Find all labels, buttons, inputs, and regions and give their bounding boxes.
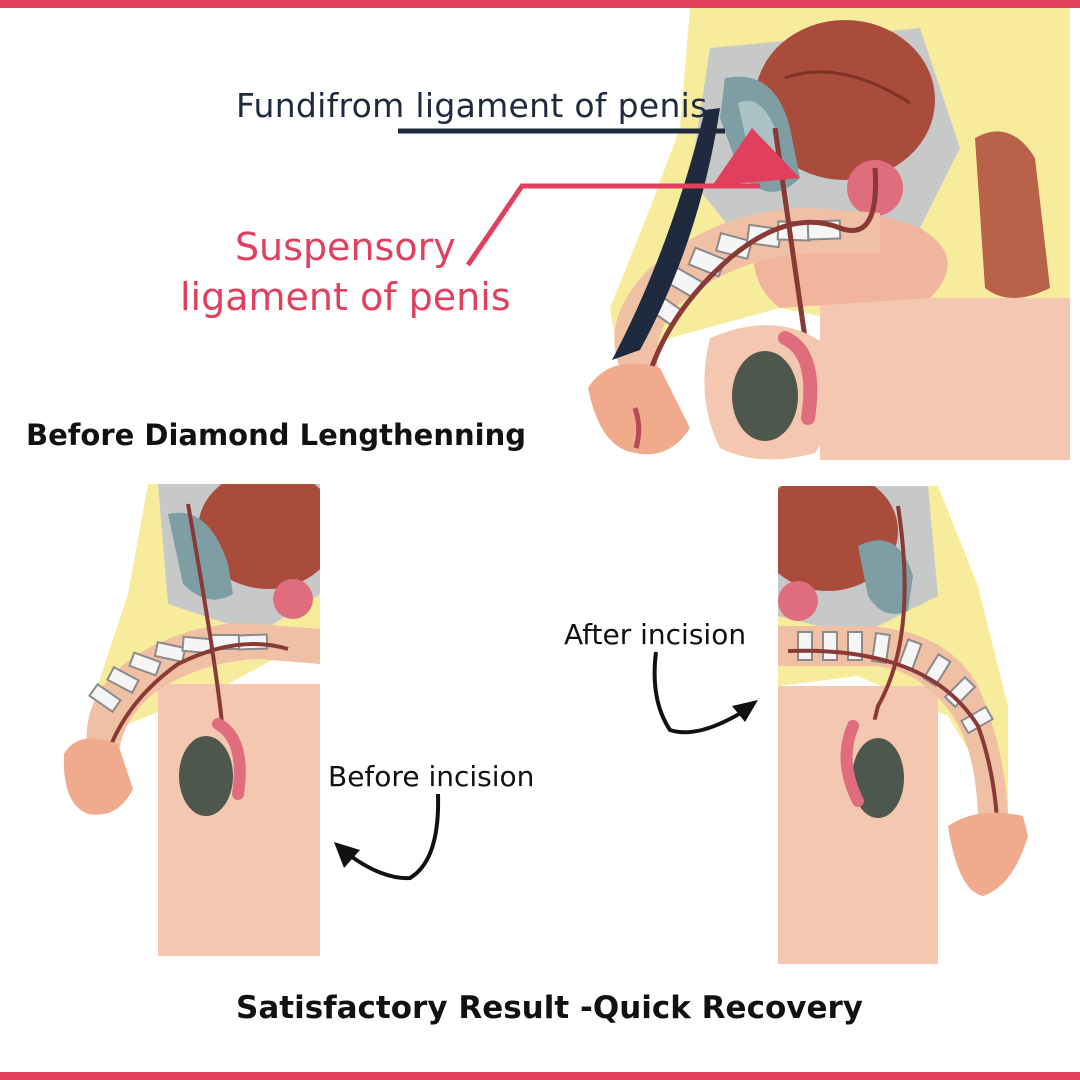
before-incision-label: Before incision: [328, 760, 535, 793]
bottom-border: [0, 1072, 1080, 1080]
after-incision-arrowhead: [732, 700, 758, 722]
suspensory-leader-line: [465, 183, 760, 267]
anatomy-illustration-before-incision: [58, 484, 320, 956]
before-incision-arrow: [338, 793, 441, 881]
fundiform-ligament-label: Fundifrom ligament of penis: [236, 86, 708, 125]
anatomy-illustration-after-incision: [778, 486, 1034, 964]
top-border: [0, 0, 1080, 8]
suspensory-label-line1: Suspensory: [234, 225, 456, 269]
after-incision-arrow: [652, 651, 754, 735]
fundiform-ligament-band: [612, 108, 720, 360]
suspensory-ligament-triangle: [712, 128, 800, 186]
suspensory-label-line2: ligament of penis: [180, 275, 511, 319]
result-heading: Satisfactory Result -Quick Recovery: [236, 990, 863, 1026]
after-incision-label: After incision: [564, 618, 747, 651]
before-lengthening-heading: Before Diamond Lengthenning: [26, 418, 526, 452]
suspensory-ligament-label: Suspensory ligament of penis: [180, 222, 511, 322]
before-incision-arrowhead: [334, 842, 360, 868]
